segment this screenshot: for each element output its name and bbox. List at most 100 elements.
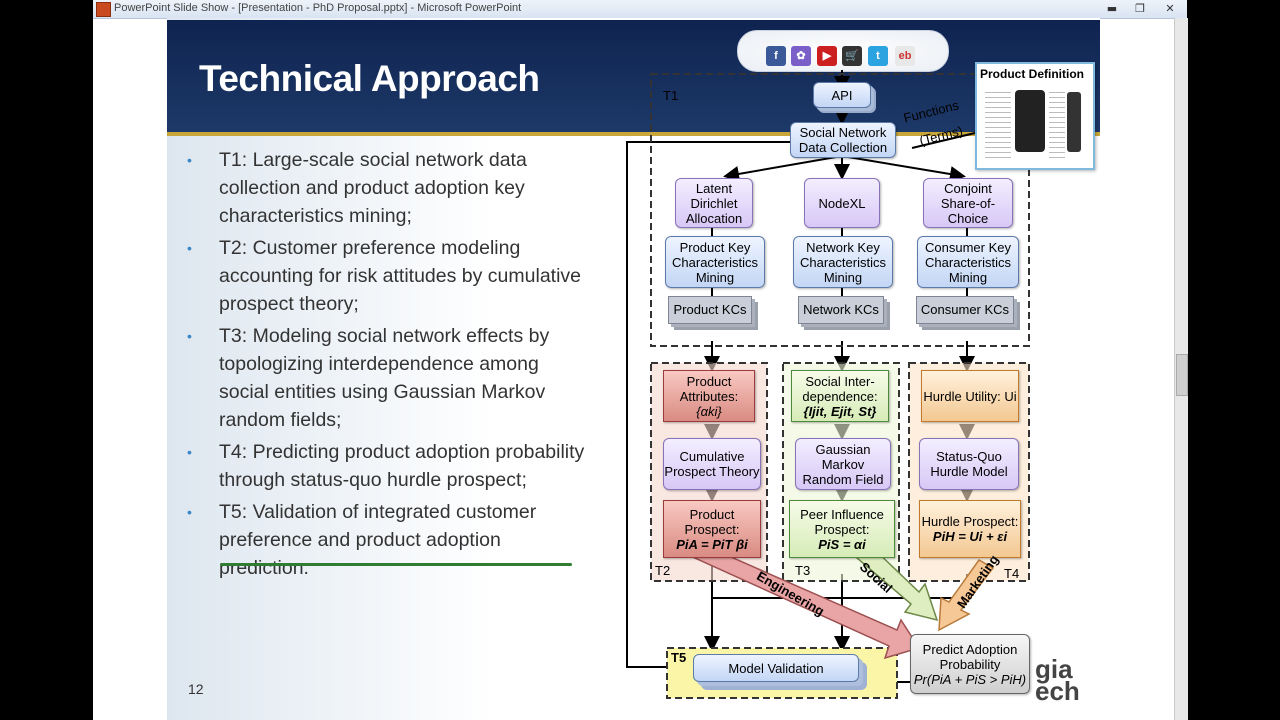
youtube-icon: ▶ bbox=[817, 46, 837, 66]
ebay-icon: eb bbox=[895, 46, 915, 66]
hurdle-prospect-box: Hurdle Prospect:PiH = Ui + εi bbox=[919, 500, 1021, 558]
bullet-t4: • T4: Predicting product adoption probabi… bbox=[187, 438, 587, 494]
bullet-icon: • bbox=[187, 328, 192, 344]
nodexl-box: NodeXL bbox=[804, 178, 880, 228]
bullet-t5: • T5: Validation of integrated customer p… bbox=[187, 498, 587, 582]
conjoint-box: Conjoint Share-of-Choice bbox=[923, 178, 1013, 228]
nkcm-label: Network Key Characteristics Mining bbox=[800, 239, 886, 285]
bullet-text: T1: Large-scale social network data coll… bbox=[219, 149, 527, 227]
t4-label: T4 bbox=[1004, 566, 1020, 581]
bullet-text: T5: Validation of integrated customer pr… bbox=[219, 501, 537, 579]
predict-eq: Pr(PiA + PiS > PiH) bbox=[913, 671, 1027, 687]
hurdle-prospect-eq: PiH = Ui + εi bbox=[932, 529, 1008, 544]
peer-prospect-eq: PiS = αi bbox=[818, 536, 866, 552]
slide[interactable]: Technical Approach • T1: Large-scale soci… bbox=[167, 18, 1100, 720]
university-logo: gia ech bbox=[1035, 654, 1080, 706]
close-button[interactable]: ✕ bbox=[1161, 1, 1179, 16]
predict-label: Predict Adoption Probability bbox=[922, 641, 1018, 672]
peer-prospect-label: Peer Influence Prospect: bbox=[800, 506, 884, 537]
close-icon: ✕ bbox=[1165, 2, 1175, 15]
bullet-icon: • bbox=[187, 444, 192, 460]
product-definition-title: Product Definition bbox=[980, 67, 1084, 81]
cpt-box: Cumulative Prospect Theory bbox=[663, 438, 761, 490]
bullet-text: T2: Customer preference modeling account… bbox=[219, 237, 582, 315]
t1-region bbox=[650, 73, 1030, 347]
bullet-icon: • bbox=[187, 504, 192, 520]
ckcm-label: Consumer Key Characteristics Mining bbox=[925, 239, 1011, 285]
social-inter-label: Social Inter-dependence: bbox=[802, 373, 878, 404]
product-attributes-eq: {αki} bbox=[696, 403, 722, 419]
bullet-t2: • T2: Customer preference modeling accoun… bbox=[187, 234, 587, 318]
amazon-icon: 🛒 bbox=[842, 46, 862, 66]
cpt-label: Cumulative Prospect Theory bbox=[664, 449, 760, 479]
minimize-icon: ▬ bbox=[1106, 2, 1118, 15]
sqhm-box: Status-Quo Hurdle Model bbox=[919, 438, 1019, 490]
social-interdependence-box: Social Inter-dependence:{Ijit, Ejit, St} bbox=[791, 370, 889, 422]
scrollbar-thumb[interactable] bbox=[1176, 354, 1188, 396]
pkcm-label: Product Key Characteristics Mining bbox=[672, 239, 758, 285]
spec-lines bbox=[1049, 88, 1065, 158]
spec-lines bbox=[985, 88, 1011, 158]
social-media-cloud: f ✿ ▶ 🛒 t eb bbox=[737, 30, 949, 72]
t1-label: T1 bbox=[663, 88, 679, 103]
minimize-button[interactable]: ▬ bbox=[1103, 1, 1121, 16]
hurdle-utility-label: Hurdle Utility: Ui bbox=[923, 388, 1017, 404]
ink-underline bbox=[220, 563, 572, 566]
bullet-text: T4: Predicting product adoption probabil… bbox=[219, 441, 585, 491]
conjoint-label: Conjoint Share-of-Choice bbox=[940, 180, 996, 226]
bullet-list: • T1: Large-scale social network data col… bbox=[187, 146, 587, 586]
twitter-icon: t bbox=[868, 46, 888, 66]
marketing-arrow bbox=[938, 559, 995, 632]
page-number: 12 bbox=[188, 681, 204, 697]
network-kcs-stack: Network KCs bbox=[798, 296, 884, 324]
api-box: API bbox=[813, 82, 871, 108]
social-inter-eq: {Ijit, Ejit, St} bbox=[803, 403, 877, 419]
network-kc-mining-box: Network Key Characteristics Mining bbox=[793, 236, 893, 288]
gmrf-box: Gaussian Markov Random Field bbox=[795, 438, 891, 490]
facebook-icon: f bbox=[766, 46, 786, 66]
hurdle-utility-box: Hurdle Utility: Ui bbox=[921, 370, 1019, 422]
window-titlebar: PowerPoint Slide Show - [Presentation - … bbox=[93, 0, 1187, 19]
bullet-t3: • T3: Modeling social network effects by … bbox=[187, 322, 587, 434]
slide-title: Technical Approach bbox=[199, 58, 540, 99]
engineering-arrow bbox=[693, 549, 921, 660]
consumer-kcs-stack: Consumer KCs bbox=[916, 296, 1014, 324]
bullet-text: T3: Modeling social network effects by t… bbox=[219, 325, 550, 431]
snd-label: Social Network Data Collection bbox=[798, 125, 888, 155]
peer-influence-prospect-box: Peer Influence Prospect:PiS = αi bbox=[789, 500, 895, 558]
bullet-icon: • bbox=[187, 240, 192, 256]
t3-label: T3 bbox=[795, 563, 811, 578]
hurdle-prospect-label: Hurdle Prospect: bbox=[921, 514, 1019, 529]
flickr-icon: ✿ bbox=[791, 46, 811, 66]
bullet-icon: • bbox=[187, 152, 192, 168]
lda-label: Latent Dirichlet Allocation bbox=[685, 180, 743, 226]
social-network-data-collection-box: Social Network Data Collection bbox=[790, 122, 896, 158]
phone-image bbox=[1015, 90, 1045, 152]
t2-label: T2 bbox=[655, 563, 671, 578]
model-validation-box: Model Validation bbox=[693, 654, 859, 682]
vertical-scrollbar[interactable] bbox=[1174, 18, 1188, 720]
model-validation-label: Model Validation bbox=[728, 660, 824, 676]
consumer-kc-mining-box: Consumer Key Characteristics Mining bbox=[917, 236, 1019, 288]
lda-box: Latent Dirichlet Allocation bbox=[675, 178, 753, 228]
product-definition-panel: Product Definition bbox=[975, 62, 1095, 170]
product-prospect-box: Product Prospect:PiA = PiT βi bbox=[663, 500, 761, 558]
window-title: PowerPoint Slide Show - [Presentation - … bbox=[114, 2, 522, 14]
sqhm-label: Status-Quo Hurdle Model bbox=[930, 449, 1008, 479]
restore-button[interactable]: ❐ bbox=[1131, 1, 1149, 16]
product-attributes-label: Product Attributes: bbox=[679, 373, 739, 404]
product-prospect-label: Product Prospect: bbox=[684, 506, 740, 537]
gmrf-label: Gaussian Markov Random Field bbox=[802, 441, 884, 487]
product-attributes-box: Product Attributes:{αki} bbox=[663, 370, 755, 422]
product-prospect-eq: PiA = PiT βi bbox=[676, 536, 748, 552]
product-kcs-stack: Product KCs bbox=[668, 296, 752, 324]
restore-icon: ❐ bbox=[1135, 2, 1145, 15]
t5-label: T5 bbox=[671, 650, 687, 665]
phone-side-image bbox=[1067, 92, 1081, 152]
powerpoint-app-icon bbox=[96, 2, 111, 17]
bullet-t1: • T1: Large-scale social network data col… bbox=[187, 146, 587, 230]
nodexl-label: NodeXL bbox=[818, 195, 866, 211]
product-kc-mining-box: Product Key Characteristics Mining bbox=[665, 236, 765, 288]
banner-divider bbox=[167, 132, 1100, 136]
